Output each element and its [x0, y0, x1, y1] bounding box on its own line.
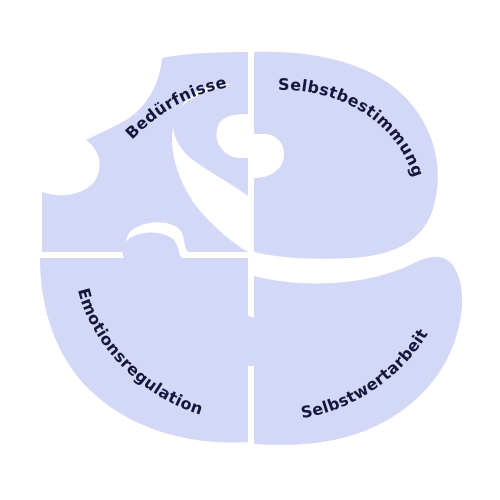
puzzle-piece-selbstwertarbeit	[210, 256, 463, 445]
puzzle-piece-beduerfnisse	[42, 52, 248, 252]
puzzle-piece-emotionsregulation	[40, 232, 248, 443]
puzzle-piece-selbstbestimmung	[254, 51, 438, 259]
